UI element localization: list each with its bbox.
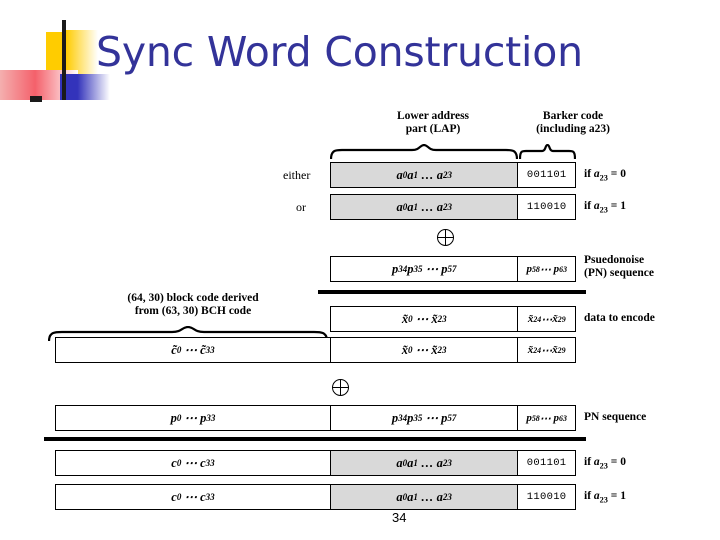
cell-barker-either: 001101 (517, 163, 575, 187)
label-either: either (283, 168, 311, 182)
label-condition-a23-zero-top: if a23 = 0 (584, 168, 626, 183)
label-condition-a23-zero-bottom: if a23 = 0 (584, 456, 626, 471)
label-pn-sequence: PN sequence (584, 411, 647, 423)
slide-title: Sync Word Construction (96, 28, 583, 76)
row-encoded: c̃0 ⋯ c̃33 x̃0 ⋯ x̃23 x̃24⋯x̃29 (55, 337, 576, 363)
brace-block-code (48, 326, 328, 342)
divider-rule-bottom (44, 437, 586, 441)
xor-operator-bottom (332, 379, 349, 396)
page-number: 34 (392, 510, 407, 525)
label-pseudonoise-sequence: Psuedonoise (PN) sequence (584, 254, 654, 279)
logo-vertical-bar (62, 20, 66, 100)
caption-lower-address-part: Lower address part (LAP) (396, 110, 470, 135)
cell-xtilde-24-29-encoded: x̃24⋯x̃29 (517, 338, 575, 362)
logo-black-dash (30, 96, 42, 102)
label-condition-a23-one-bottom: if a23 = 1 (584, 490, 626, 505)
label-data-to-encode: data to encode (584, 312, 655, 324)
cell-xtilde-0-23: x̃0 ⋯ x̃23 (401, 311, 447, 327)
caption-barker-code: Barker code (including a23) (536, 110, 610, 135)
slide-logo-graphic (0, 18, 110, 102)
cell-xtilde-0-23-encoded: x̃0 ⋯ x̃23 (329, 338, 517, 362)
divider-rule-top (318, 290, 586, 294)
cell-ctilde-0-33: c̃0 ⋯ c̃33 (171, 342, 215, 358)
brace-lap (330, 144, 518, 160)
row-data-to-encode: x̃0 ⋯ x̃23 x̃24⋯x̃29 (330, 306, 576, 332)
cell-barker-or: 110010 (517, 195, 575, 219)
logo-blue-gradient (60, 74, 110, 100)
label-condition-a23-one-top: if a23 = 1 (584, 200, 626, 215)
cell-xtilde-24-29: x̃24⋯x̃29 (517, 307, 575, 331)
cell-barker-sync-zero: 001101 (517, 451, 575, 475)
brace-barker (519, 144, 576, 160)
xor-operator-top (437, 229, 454, 246)
label-or: or (296, 200, 306, 214)
cell-barker-sync-one: 110010 (517, 485, 575, 509)
